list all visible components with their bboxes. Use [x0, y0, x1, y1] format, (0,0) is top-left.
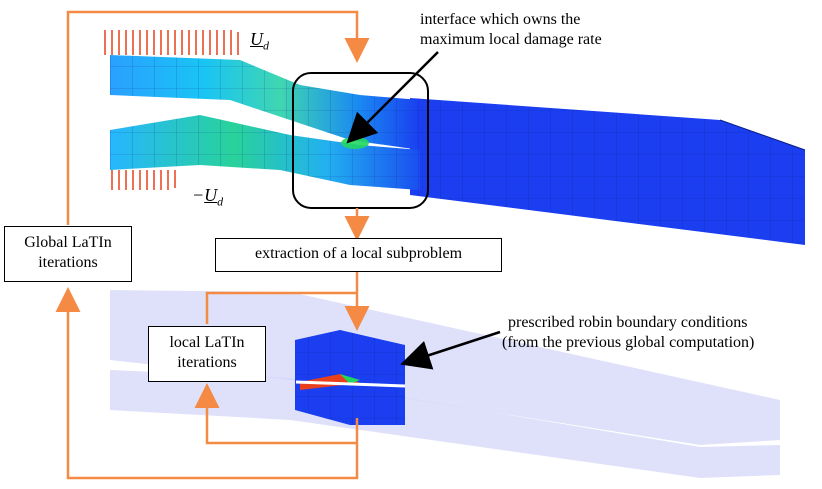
interface-pointer-arrow — [346, 51, 439, 144]
local-label-line1: local LaTIn — [169, 334, 245, 351]
local-subproblem-block — [295, 330, 406, 425]
ghost-beam — [110, 290, 780, 478]
extraction-box: extraction of a local subproblem — [215, 238, 502, 272]
minus-ud-label: −Ud — [192, 185, 223, 210]
beam-right-section — [410, 98, 806, 245]
local-loop-arrows — [194, 291, 357, 445]
beam-upper-arm — [110, 55, 420, 150]
local-latin-box: local LaTIn iterations — [148, 326, 266, 382]
local-label-line2: iterations — [177, 354, 237, 371]
global-latin-box: Global LaTIn iterations — [4, 226, 132, 282]
minus-ud-subscript: d — [217, 194, 224, 209]
global-label-line1: Global LaTIn — [24, 234, 112, 251]
interface-label-line2: maximum local damage rate — [420, 31, 602, 48]
extraction-label: extraction of a local subproblem — [254, 245, 463, 262]
ud-symbol: U — [250, 29, 263, 49]
global-label-line2: iterations — [38, 254, 98, 271]
robin-label-line1: prescribed robin boundary conditions — [508, 314, 748, 331]
global-loop-arrows — [55, 10, 370, 480]
robin-pointer-arrow — [400, 330, 501, 370]
ud-subscript: d — [263, 38, 269, 53]
interface-label-line1: interface which owns the — [420, 11, 581, 28]
minus-ud-symbol: U — [204, 185, 218, 205]
ud-label: Ud — [250, 29, 269, 54]
robin-label-line2: (from the previous global computation) — [502, 334, 755, 351]
force-arrows-top — [104, 30, 239, 55]
force-arrows-bottom — [111, 170, 176, 190]
minus-sign: − — [192, 185, 205, 205]
interface-highlight-box — [292, 72, 429, 209]
